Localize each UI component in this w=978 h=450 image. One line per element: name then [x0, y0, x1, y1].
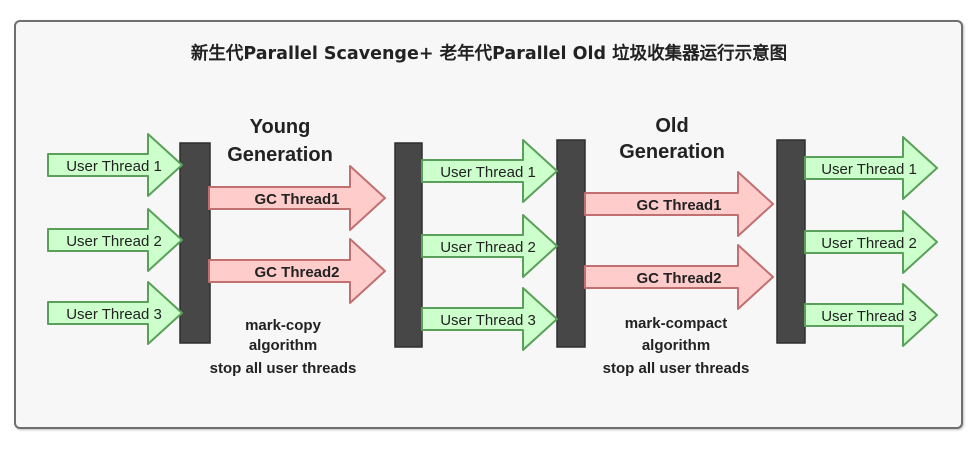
gc-thread-arrow: GC Thread2: [584, 244, 774, 310]
user-thread-label: User Thread 3: [66, 306, 162, 323]
gc-thread-label: GC Thread1: [636, 197, 721, 214]
old-generation-heading-line1: Old: [655, 115, 688, 137]
young-algorithm-note: stop all user threads: [210, 360, 357, 377]
user-thread-arrow: User Thread 2: [47, 208, 183, 272]
user-thread-label: User Thread 3: [440, 312, 536, 329]
barrier-3: [556, 139, 586, 348]
young-algorithm-note: algorithm: [249, 337, 317, 354]
user-thread-arrow: User Thread 1: [47, 133, 183, 197]
user-thread-label: User Thread 2: [440, 239, 536, 256]
gc-thread-arrow: GC Thread2: [208, 238, 386, 304]
user-thread-arrow: User Thread 3: [47, 281, 183, 345]
gc-thread-label: GC Thread2: [254, 264, 339, 281]
user-thread-arrow: User Thread 2: [804, 210, 938, 274]
barrier-1: [179, 142, 211, 344]
old-generation-heading-line2: Generation: [619, 141, 725, 163]
user-thread-arrow: User Thread 1: [421, 139, 558, 203]
old-algorithm-note: stop all user threads: [603, 360, 750, 377]
user-thread-label: User Thread 1: [821, 161, 917, 178]
user-thread-label: User Thread 2: [821, 235, 917, 252]
young-generation-heading-line2: Generation: [227, 144, 333, 166]
barrier-2: [394, 142, 423, 348]
diagram-title: 新生代Parallel Scavenge+ 老年代Parallel Old 垃圾…: [191, 43, 787, 64]
user-thread-arrow: User Thread 3: [421, 287, 558, 351]
gc-thread-label: GC Thread1: [254, 191, 339, 208]
old-algorithm-note: mark-compact: [625, 315, 728, 332]
gc-thread-arrow: GC Thread1: [208, 165, 386, 231]
user-thread-arrow: User Thread 1: [804, 136, 938, 200]
gc-thread-label: GC Thread2: [636, 270, 721, 287]
old-algorithm-note: algorithm: [642, 337, 710, 354]
gc-thread-arrow: GC Thread1: [584, 171, 774, 237]
user-thread-label: User Thread 2: [66, 233, 162, 250]
user-thread-label: User Thread 3: [821, 308, 917, 325]
user-thread-label: User Thread 1: [66, 158, 162, 175]
user-thread-arrow: User Thread 2: [421, 214, 558, 278]
young-algorithm-note: mark-copy: [245, 317, 322, 334]
user-thread-arrow: User Thread 3: [804, 283, 938, 347]
young-generation-heading-line1: Young: [250, 116, 311, 138]
barrier-4: [776, 139, 806, 344]
user-thread-label: User Thread 1: [440, 164, 536, 181]
